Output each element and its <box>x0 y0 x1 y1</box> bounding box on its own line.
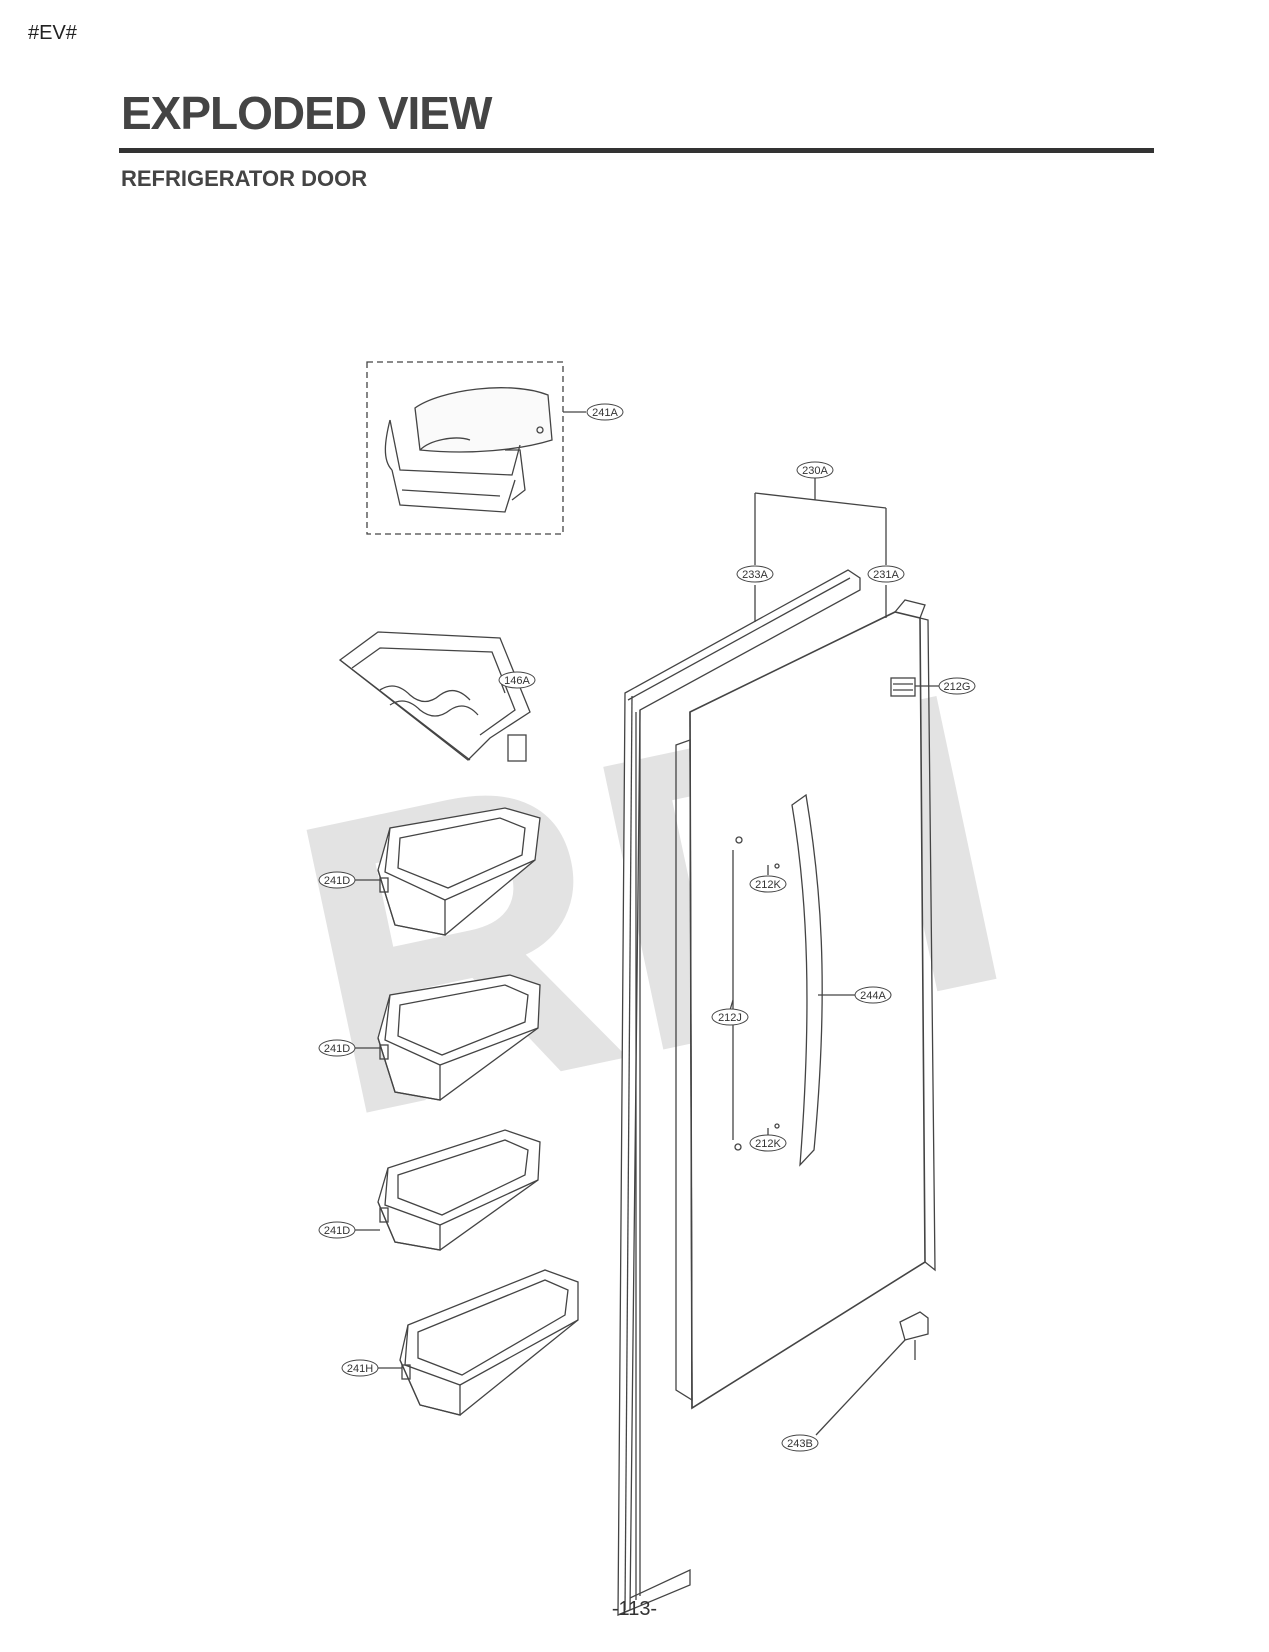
door-bin-241D-3 <box>377 1129 541 1251</box>
callout-212K-2: 212K <box>755 1138 781 1150</box>
callout-212G: 212G <box>944 681 971 693</box>
door-bin-241H <box>399 1269 579 1416</box>
door-handle-244A <box>791 793 823 1167</box>
door-gasket-233A <box>617 569 861 1616</box>
title-rule <box>119 148 1154 153</box>
door-panel-231A <box>675 599 936 1410</box>
callout-241A: 241A <box>592 407 618 419</box>
callout-243B: 243B <box>787 1438 813 1450</box>
callout-230A: 230A <box>802 465 828 477</box>
callout-231A: 231A <box>873 569 899 581</box>
callout-212J: 212J <box>718 1012 742 1024</box>
dispenser-part-241A <box>366 361 564 535</box>
section-subtitle: REFRIGERATOR DOOR <box>121 166 368 191</box>
callout-241D-3: 241D <box>324 1225 350 1237</box>
callout-233A: 233A <box>742 569 768 581</box>
hinge-243B <box>899 1311 929 1360</box>
page-number: -113- <box>611 1598 658 1620</box>
callout-212K-1: 212K <box>755 879 781 891</box>
egg-tray-part-146A <box>338 631 531 762</box>
door-bin-241D-1 <box>377 807 541 936</box>
callout-241D-2: 241D <box>324 1043 350 1055</box>
callout-244A: 244A <box>860 990 886 1002</box>
door-bin-241D-2 <box>377 974 541 1101</box>
page-tag: #EV# <box>28 22 77 44</box>
page-title: EXPLODED VIEW <box>121 87 492 139</box>
callout-241H: 241H <box>347 1363 373 1375</box>
callout-241D-1: 241D <box>324 875 350 887</box>
callout-146A: 146A <box>504 675 530 687</box>
